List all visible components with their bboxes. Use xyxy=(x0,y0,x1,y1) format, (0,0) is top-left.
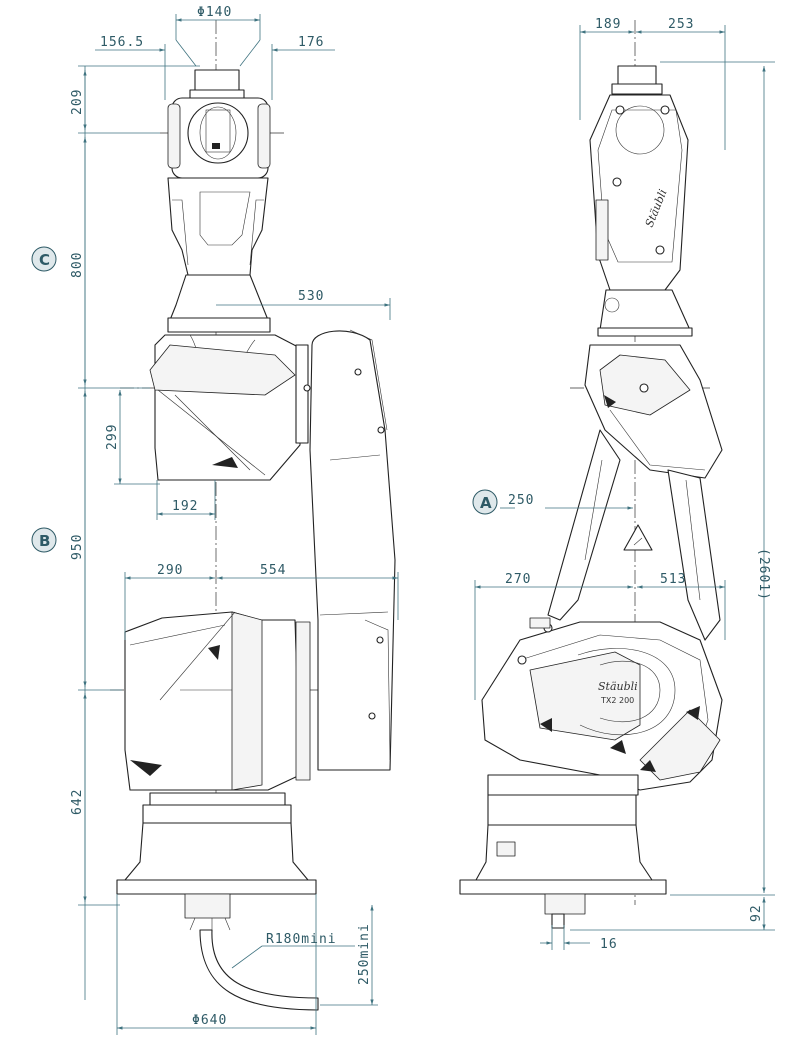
dimension-lines xyxy=(78,14,775,1035)
reference-c: C xyxy=(31,246,57,272)
dim-wrist-left: 156.5 xyxy=(100,35,144,50)
shoulder-logo: Stäubli xyxy=(598,680,638,693)
front-wrist xyxy=(167,97,271,179)
reference-b: B xyxy=(31,527,57,553)
svg-text:C: C xyxy=(39,251,50,269)
dim-forearm-offset: 530 xyxy=(298,289,324,304)
svg-text:B: B xyxy=(39,532,50,550)
front-flange xyxy=(194,69,240,93)
model-name: TX2 200 xyxy=(600,696,634,705)
dim-wrist-right: 176 xyxy=(298,35,324,50)
dim-shoulder-left: 290 xyxy=(157,563,183,578)
side-shoulder xyxy=(481,617,723,791)
front-arm xyxy=(309,329,396,771)
dim-base-bottom: 92 xyxy=(749,904,764,922)
front-forearm xyxy=(167,177,271,333)
dim-arm-length: 950 xyxy=(70,534,85,560)
cable xyxy=(199,929,319,1011)
dim-base-diameter: Φ640 xyxy=(192,1013,227,1028)
side-flange xyxy=(617,65,657,87)
reference-marks: C B A xyxy=(31,246,498,553)
dim-top-diameter: Φ140 xyxy=(197,5,232,20)
dim-side-offset-a: 250 xyxy=(508,493,534,508)
side-view: Stäubli xyxy=(459,20,723,929)
dim-side-wrist-right: 253 xyxy=(668,17,694,32)
svg-text:A: A xyxy=(480,494,492,512)
dim-connector-offset: 16 xyxy=(600,937,618,952)
dim-base-height: 642 xyxy=(70,789,85,815)
dim-side-shoulder-left: 270 xyxy=(505,572,531,587)
front-view xyxy=(110,20,396,1011)
dim-shoulder-right: 554 xyxy=(260,563,286,578)
front-elbow xyxy=(149,334,311,481)
dim-wrist-height: 209 xyxy=(70,89,85,115)
side-arm xyxy=(547,429,721,641)
dim-elbow-offset: 192 xyxy=(172,499,198,514)
front-shoulder xyxy=(124,611,311,791)
front-base xyxy=(116,792,317,932)
dim-cable-radius: R180mini xyxy=(266,932,337,947)
side-base xyxy=(459,774,667,929)
side-forearm xyxy=(589,94,693,337)
reference-a: A xyxy=(472,489,498,515)
dim-elbow-height: 299 xyxy=(105,424,120,450)
side-elbow xyxy=(584,344,723,479)
dim-cable-clearance: 250mini xyxy=(357,923,372,985)
dim-total-height: (2601) xyxy=(756,548,771,601)
dim-side-shoulder-right: 513 xyxy=(660,572,686,587)
dim-forearm-length: 800 xyxy=(70,252,85,278)
dim-side-wrist-left: 189 xyxy=(595,17,621,32)
warning-triangle-icon xyxy=(623,524,653,551)
dimension-labels: Φ140 156.5 176 209 800 530 299 192 950 2… xyxy=(70,5,771,1028)
